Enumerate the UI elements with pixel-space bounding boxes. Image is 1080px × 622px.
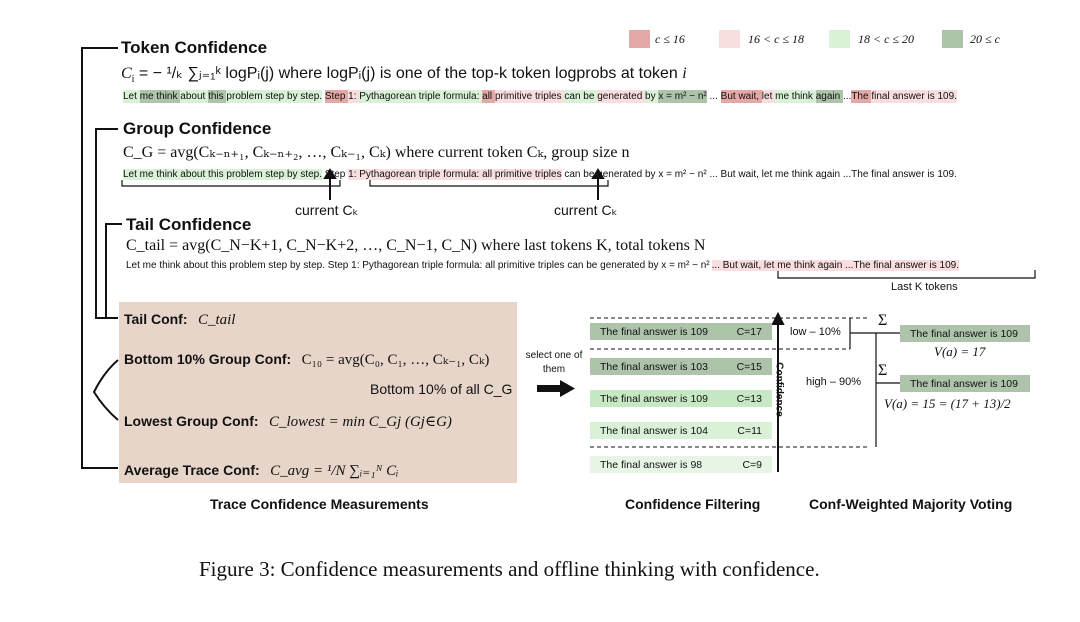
group-sequence: Let me think about this problem step by … [123,169,957,180]
tail-confidence-title: Tail Confidence [126,215,252,234]
token-confidence-formula: Ci = − ¹/ₖ ∑ⱼ₌₁ᵏ logPᵢ(j) where logPᵢ(j)… [121,65,687,86]
bottom-group-conf-row: Bottom 10% Group Conf: C₁₀ = avg(C₀, C₁,… [124,351,490,368]
legend-label-2: 16 < c ≤ 18 [748,32,805,46]
token-span: ... [842,91,852,102]
tail-conf-row: Tail Conf: C_tail [124,311,236,328]
low-10-label: low – 10% [790,326,841,338]
tail-confidence-formula: C_tail = avg(C_N−K+1, C_N−K+2, …, C_N−1,… [126,237,706,254]
conf-weighted-majority-voting-label: Conf-Weighted Majority Voting [809,496,1013,512]
group-confidence-formula: C_G = avg(Cₖ₋ₙ₊₁, Cₖ₋ₙ₊₂, …, Cₖ₋₁, Cₖ) w… [123,144,630,161]
current-ck-label-1: current Cₖ [295,202,359,218]
token-span: let [761,90,776,103]
sigma-2: Σ [878,362,888,379]
token-sequence: Let me think about this problem step by … [123,90,957,103]
legend-swatch-3 [829,30,850,48]
token-span: me think [139,90,181,103]
vote-value-2: V(a) = 15 = (17 + 13)/2 [884,396,1011,411]
token-span: me think [775,90,816,103]
token-span: 1: [348,90,360,103]
token-span: The [851,90,872,103]
last-k-tokens-label: Last K tokens [891,281,958,293]
group-confidence-title: Group Confidence [123,119,272,138]
token-span: about [180,90,209,103]
legend-label-3: 18 < c ≤ 20 [858,32,915,46]
current-ck-label-2: current Cₖ [554,202,618,218]
vote-value-1: V(a) = 17 [934,344,986,359]
token-span: Pythagorean triple formula: [359,90,483,103]
confidence-axis-label: Confidence [773,362,785,417]
legend-label-1: c ≤ 16 [655,32,685,46]
lowest-group-conf-row: Lowest Group Conf: C_lowest = min C_Gj (… [124,413,452,430]
token-confidence-title: Token Confidence [121,38,268,57]
select-one-label: select one of them [525,350,583,375]
token-span: x = m² − n² [658,90,707,103]
legend-swatch-1 [629,30,650,48]
legend-swatch-2 [719,30,740,48]
token-span: Step [324,90,349,103]
token-span: Let [123,90,140,103]
token-span: by [645,90,659,103]
trace-confidence-measurements-label: Trace Confidence Measurements [210,496,429,512]
token-span: primitive triples [494,90,565,103]
bottom-10-note: Bottom 10% of all C_G [370,381,513,397]
high-90-label: high – 90% [806,376,862,388]
token-span: again [815,90,843,103]
vote-result-1: The final answer is 109 [900,325,1030,342]
legend-swatch-4 [942,30,963,48]
figure-caption: Figure 3: Confidence measurements and of… [199,557,820,581]
confidence-filtering-label: Confidence Filtering [625,496,761,512]
token-span: But wait, [720,90,762,103]
legend-label-4: 20 ≤ c [970,32,1000,46]
tail-sequence: Let me think about this problem step by … [126,260,959,271]
sigma-1: Σ [878,312,888,329]
token-span: can be [564,90,598,103]
token-span: all [482,90,495,103]
token-span: ... [706,91,721,102]
vote-result-2: The final answer is 109 [900,375,1030,392]
average-trace-conf-row: Average Trace Conf: C_avg = ¹/N ∑ᵢ₌₁ᴺ Cᵢ [124,462,399,479]
token-span: this [208,90,227,103]
token-span: final answer is 109. [871,90,957,103]
token-span: generated [597,90,646,103]
token-span: problem step by step. [226,90,323,103]
trace-confidence-panel [119,302,517,483]
